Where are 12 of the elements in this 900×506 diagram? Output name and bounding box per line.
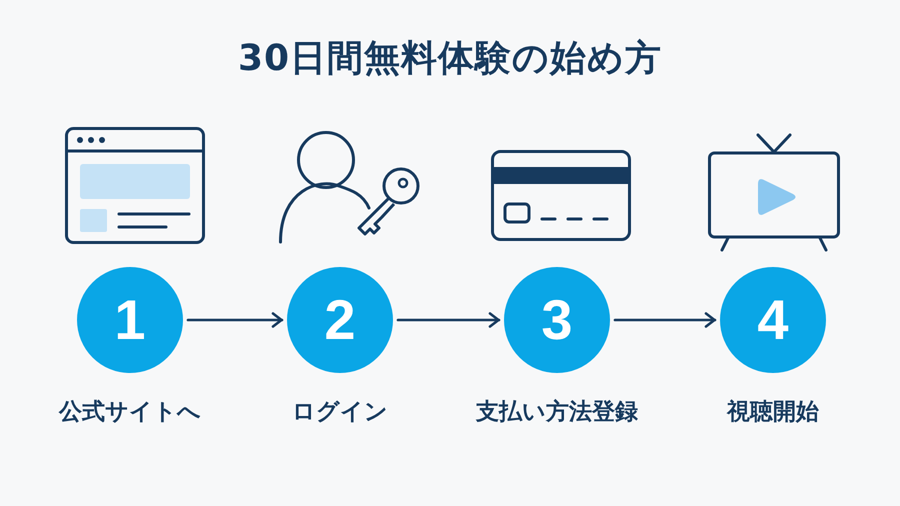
- step-label: 公式サイトへ: [59, 398, 201, 427]
- arrow: [396, 312, 500, 328]
- arrow: [614, 312, 716, 328]
- arrow: [186, 312, 284, 328]
- step-label: ログイン: [292, 398, 388, 427]
- step-number: 2: [324, 290, 356, 350]
- step-label: 視聴開始: [727, 398, 819, 427]
- title: 30日間無料体験の始め方: [238, 37, 662, 81]
- step-label: 支払い方法登録: [476, 398, 638, 427]
- step-number: 4: [757, 290, 789, 350]
- step-number: 1: [114, 290, 146, 350]
- step-number: 3: [541, 290, 573, 350]
